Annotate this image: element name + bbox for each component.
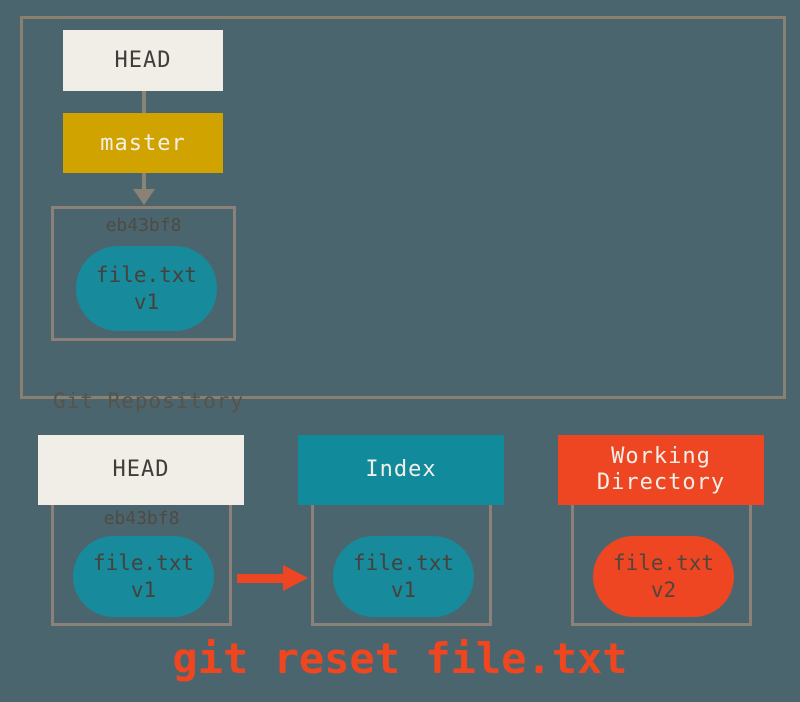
commit-file-name: file.txt (95, 262, 198, 287)
head-file-name: file.txt (92, 550, 195, 575)
reset-arrow-shaft (237, 574, 283, 583)
reset-arrow-head-icon (283, 565, 308, 591)
git-repository-label: Git Repository (53, 389, 245, 413)
index-file-box: file.txt v1 (311, 505, 492, 626)
working-directory-file-version: v2 (650, 577, 677, 602)
commit-hash-label: eb43bf8 (105, 215, 182, 236)
index-file-version: v1 (390, 577, 417, 602)
index-column-header: Index (298, 435, 504, 505)
working-directory-column-header: Working Directory (558, 435, 764, 505)
commit-box: eb43bf8 file.txt v1 (51, 206, 236, 341)
working-directory-file-box: file.txt v2 (571, 505, 752, 626)
commit-file-version: v1 (133, 289, 160, 314)
master-branch-box: master (63, 113, 223, 173)
command-caption: git reset file.txt (172, 634, 628, 683)
head-file-blob: file.txt v1 (73, 536, 214, 617)
index-column-header-label: Index (365, 457, 437, 482)
head-hash-label: eb43bf8 (103, 508, 180, 529)
master-to-commit-connector (142, 173, 146, 190)
head-column-header-label: HEAD (112, 457, 170, 482)
index-file-name: file.txt (352, 550, 455, 575)
working-directory-file-name: file.txt (612, 550, 715, 575)
head-file-box: eb43bf8 file.txt v1 (51, 505, 232, 626)
head-file-version: v1 (130, 577, 157, 602)
master-branch-label: master (100, 130, 186, 156)
head-to-master-connector (142, 91, 146, 113)
repo-head-ref-label: HEAD (114, 48, 172, 73)
master-to-commit-arrowhead-icon (133, 189, 155, 205)
git-repository-box: Git Repository HEAD master eb43bf8 file.… (20, 16, 786, 413)
working-directory-file-blob: file.txt v2 (593, 536, 734, 617)
commit-file-blob: file.txt v1 (76, 246, 217, 331)
repo-head-ref-box: HEAD (63, 30, 223, 91)
head-column-header: HEAD (38, 435, 244, 505)
index-file-blob: file.txt v1 (333, 536, 474, 617)
working-directory-header-label: Working Directory (596, 444, 726, 495)
